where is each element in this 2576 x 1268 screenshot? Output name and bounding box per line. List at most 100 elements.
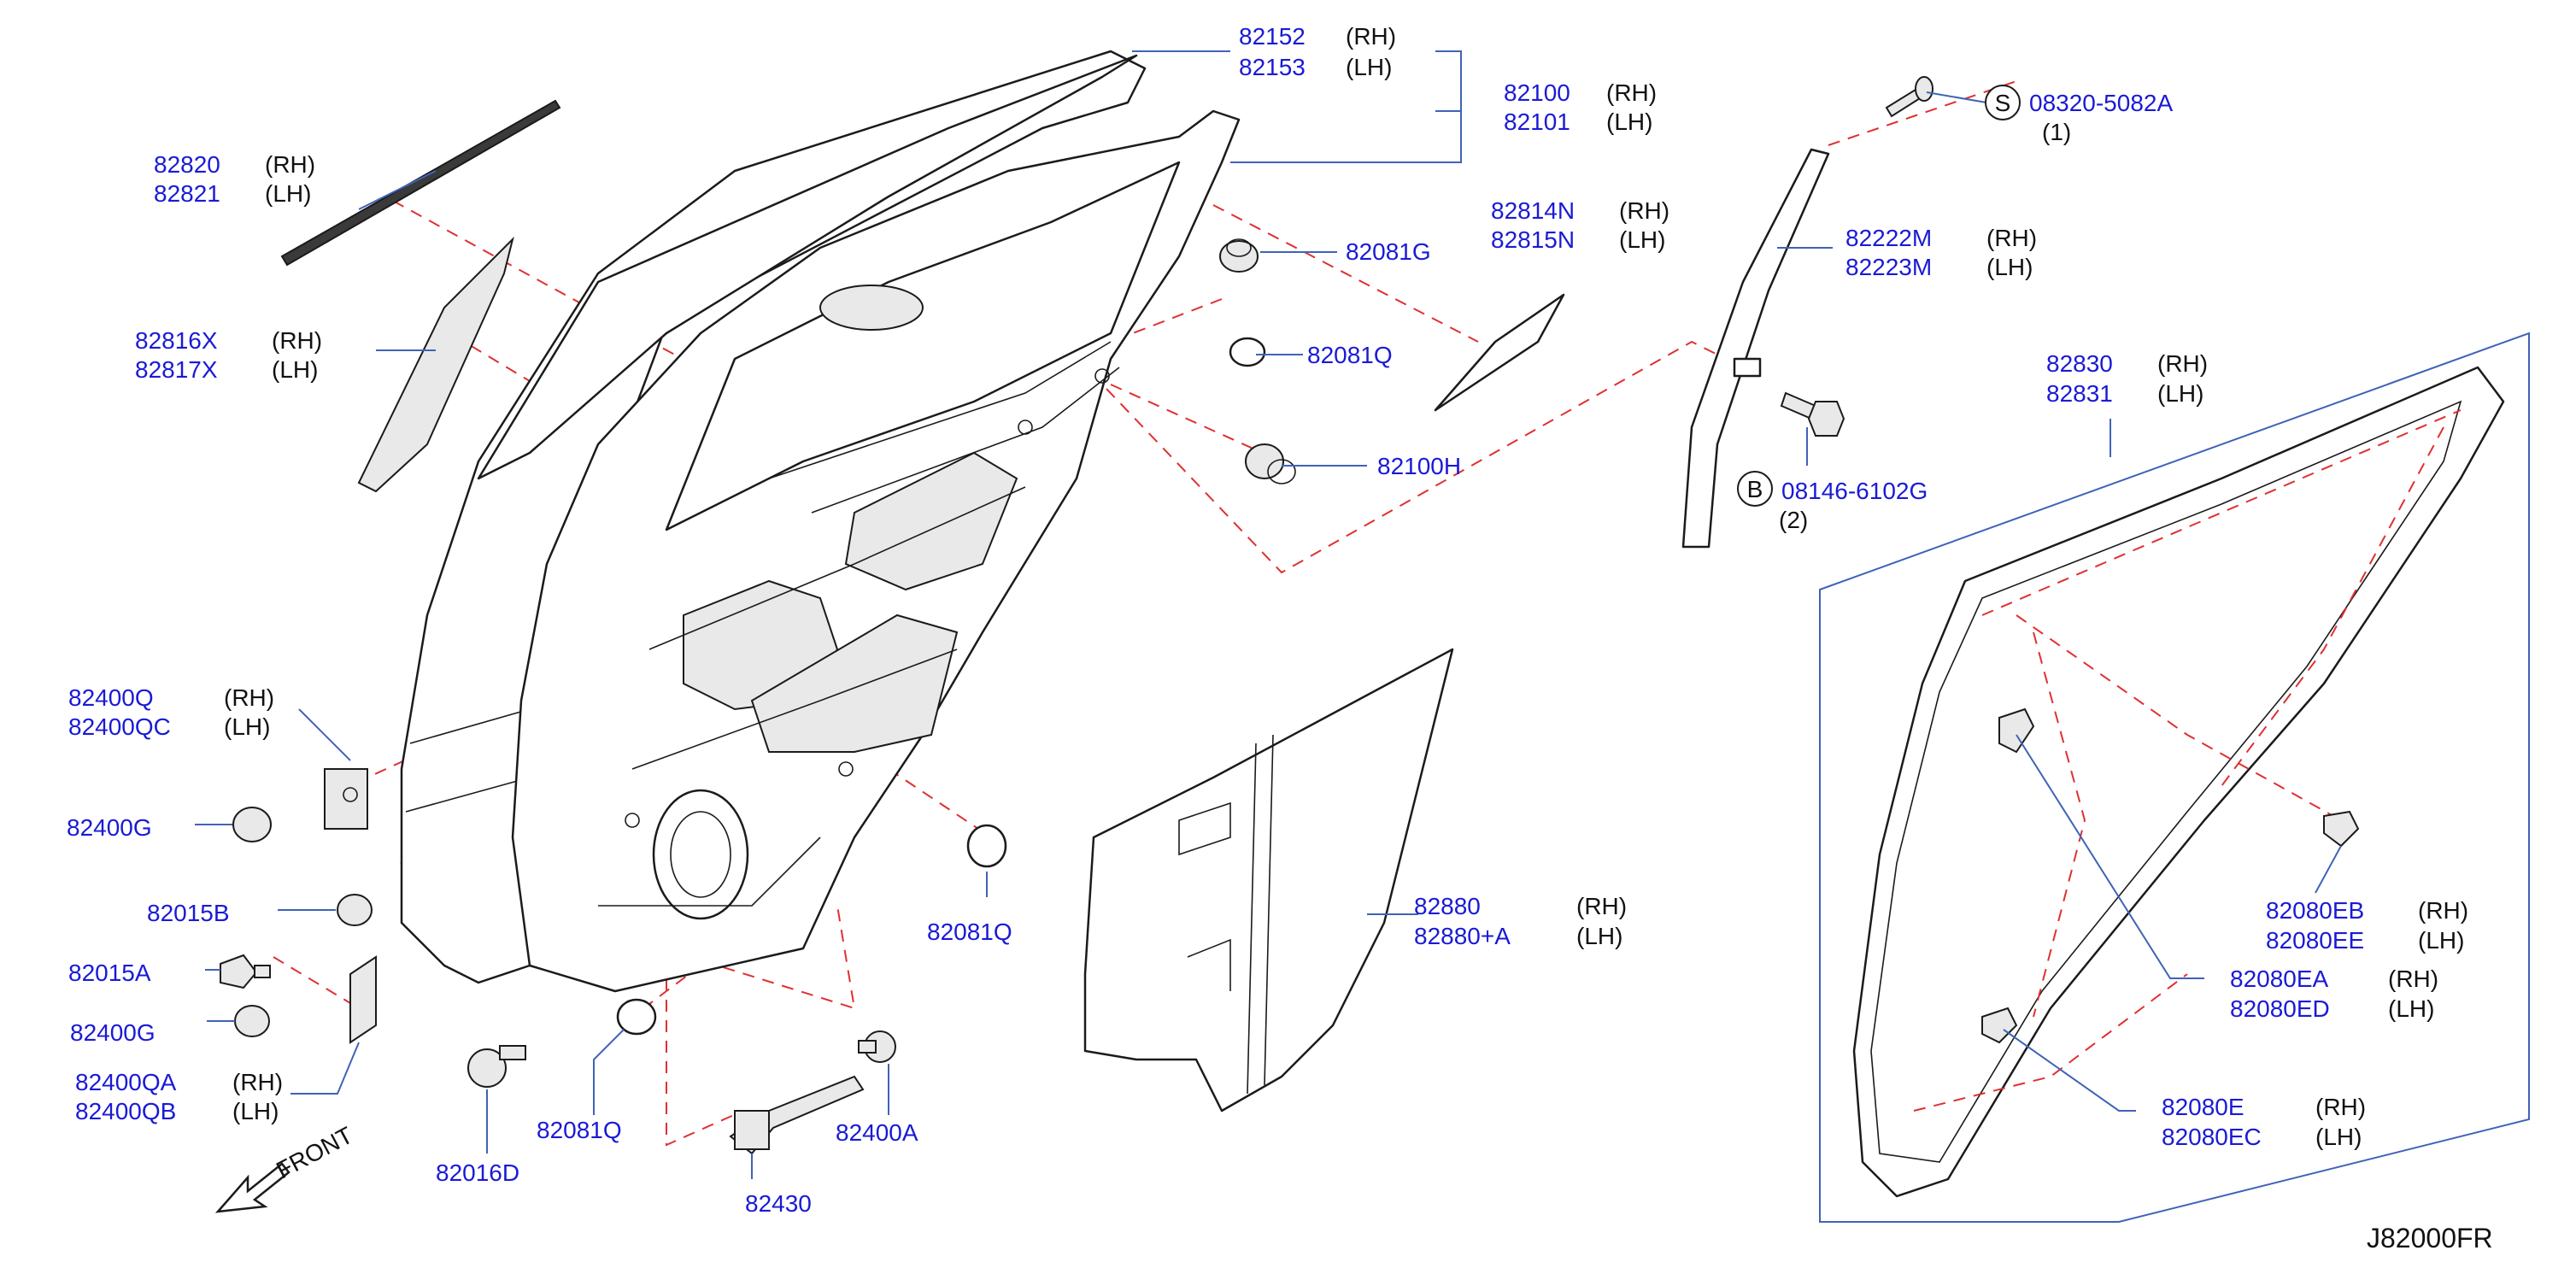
label-82400a: 82400A xyxy=(836,1119,918,1146)
label-82400g-bottom: 82400G xyxy=(70,1019,155,1046)
leader-lines xyxy=(195,50,2342,1179)
label-08320-qty: (1) xyxy=(2042,119,2071,145)
label-82080ee: 82080EE xyxy=(2266,927,2364,954)
label-82821: 82821 xyxy=(154,180,220,207)
check-link-82430 xyxy=(729,1075,865,1155)
label-82081g: 82081G xyxy=(1346,238,1431,265)
label-82880: 82880 xyxy=(1414,893,1481,919)
label-82400qb: 82400QB xyxy=(75,1098,176,1124)
label-82080ec: 82080EC xyxy=(2162,1124,2262,1150)
bushing-82400g-top xyxy=(232,807,272,842)
label-82830-side: (RH) xyxy=(2157,350,2208,377)
bushing-82015b xyxy=(337,894,373,926)
plug-82081q-bottom xyxy=(616,998,657,1036)
screw-08320 xyxy=(1885,76,1933,118)
label-82400qb-side: (LH) xyxy=(232,1098,279,1124)
bolt-82016d xyxy=(467,1045,526,1088)
label-82222m: 82222M xyxy=(1845,225,1932,251)
label-82080e-side: (RH) xyxy=(2315,1094,2366,1120)
label-82816x-side: (RH) xyxy=(272,327,322,354)
bolt-symbol-letter: B xyxy=(1747,476,1763,502)
label-82222m-side: (RH) xyxy=(1986,225,2037,251)
label-82816x: 82816X xyxy=(135,327,218,354)
bolt-82400a xyxy=(858,1030,896,1063)
label-82400q-side: (RH) xyxy=(224,684,274,711)
sash-cover xyxy=(357,236,514,493)
label-82815n: 82815N xyxy=(1491,226,1575,253)
label-82081q-mid: 82081Q xyxy=(927,919,1012,945)
label-82080ee-side: (LH) xyxy=(2418,927,2464,954)
label-82080eb-side: (RH) xyxy=(2418,897,2468,924)
label-82016d: 82016D xyxy=(436,1159,519,1186)
label-82815n-side: (LH) xyxy=(1619,226,1665,253)
label-82400q: 82400Q xyxy=(68,684,154,711)
bumper-82100h xyxy=(1245,443,1296,484)
label-82820: 82820 xyxy=(154,151,220,178)
label-82831-side: (LH) xyxy=(2157,380,2203,407)
bolt-82015a xyxy=(220,954,271,989)
label-82080ed: 82080ED xyxy=(2230,995,2330,1022)
bolt-08146 xyxy=(1780,391,1845,437)
label-82153: 82153 xyxy=(1239,54,1306,80)
door-weatherstrip xyxy=(1819,332,2530,1223)
label-82880a: 82880+A xyxy=(1414,923,1511,949)
label-82821-side: (LH) xyxy=(265,180,311,207)
label-82400qa-side: (RH) xyxy=(232,1069,283,1095)
front-label: FRONT xyxy=(272,1122,357,1184)
label-82081q-bottom: 82081Q xyxy=(537,1117,622,1143)
label-82814n: 82814N xyxy=(1491,197,1575,224)
bolt-symbol-circle xyxy=(1737,471,1773,507)
label-82152-side: (RH) xyxy=(1346,23,1396,50)
label-82817x: 82817X xyxy=(135,356,218,383)
label-82101-side: (LH) xyxy=(1606,109,1652,135)
label-82015a: 82015A xyxy=(68,960,151,986)
corner-seal-82814N xyxy=(1434,293,1565,412)
label-82880a-side: (LH) xyxy=(1576,923,1622,949)
label-82820-side: (RH) xyxy=(265,151,315,178)
label-08146-6102G: 08146-6102G xyxy=(1781,478,1928,504)
label-82080ed-side: (LH) xyxy=(2388,995,2434,1022)
label-82100-side: (RH) xyxy=(1606,79,1657,106)
label-82101: 82101 xyxy=(1504,109,1570,135)
label-82830: 82830 xyxy=(2046,350,2113,377)
label-82831: 82831 xyxy=(2046,380,2113,407)
label-82400qc-side: (LH) xyxy=(224,713,270,740)
screw-symbol-circle xyxy=(1985,85,2021,120)
label-82817x-side: (LH) xyxy=(272,356,318,383)
label-82081q-top: 82081Q xyxy=(1307,342,1393,368)
grommet-82081g xyxy=(1219,238,1259,273)
label-82152: 82152 xyxy=(1239,23,1306,50)
label-82100h: 82100H xyxy=(1377,453,1461,479)
drawing-number: J82000FR xyxy=(2367,1223,2493,1253)
label-82223m: 82223M xyxy=(1845,254,1932,280)
label-82880-side: (RH) xyxy=(1576,893,1627,919)
rear-door-assembly xyxy=(400,50,1241,993)
label-82080ea: 82080EA xyxy=(2230,966,2329,992)
label-82400qc: 82400QC xyxy=(68,713,171,740)
label-82080ea-side: (RH) xyxy=(2388,966,2438,992)
label-82100: 82100 xyxy=(1504,79,1570,106)
label-82015b: 82015B xyxy=(147,900,230,926)
screw-symbol-letter: S xyxy=(1995,90,2011,116)
label-82400qa: 82400QA xyxy=(75,1069,177,1095)
label-82430: 82430 xyxy=(745,1190,812,1217)
label-82814n-side: (RH) xyxy=(1619,197,1669,224)
plug-82081q-mid xyxy=(966,824,1007,868)
label-82153-side: (LH) xyxy=(1346,54,1392,80)
label-08146-qty: (2) xyxy=(1779,507,1808,533)
sealing-screen-82880 xyxy=(1083,648,1454,1112)
bushing-82400g-bottom xyxy=(234,1005,270,1037)
part-labels: 82152 (RH) 82153 (LH) 82100 (RH) 82101 (… xyxy=(67,23,2493,1253)
label-82080e: 82080E xyxy=(2162,1094,2244,1120)
label-82223m-side: (LH) xyxy=(1986,254,2033,280)
plug-82081q-top xyxy=(1229,337,1266,367)
lower-hinge-82400qa xyxy=(349,955,377,1044)
front-arrow-icon xyxy=(214,1162,290,1213)
upper-hinge-82400q xyxy=(324,768,368,830)
label-82080ec-side: (LH) xyxy=(2315,1124,2362,1150)
belt-moulding xyxy=(280,99,561,267)
door-sash-channel xyxy=(1681,148,1830,549)
label-08320-5082A: 08320-5082A xyxy=(2029,90,2173,116)
label-82080eb: 82080EB xyxy=(2266,897,2364,924)
label-82400g-top: 82400G xyxy=(67,814,152,841)
